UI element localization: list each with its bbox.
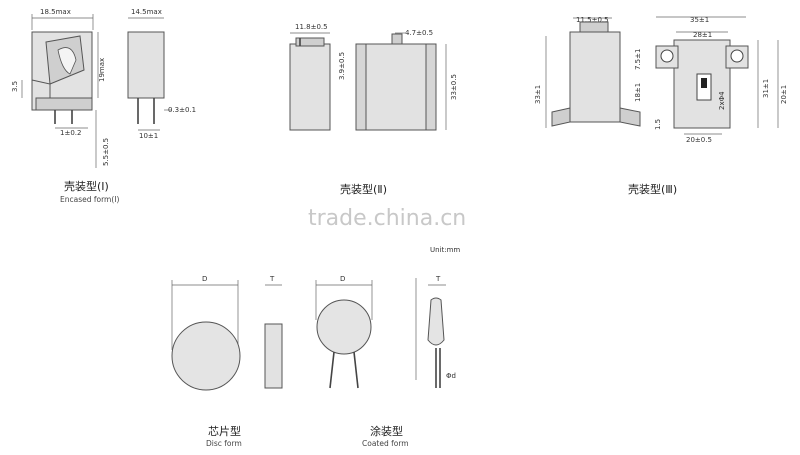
case3-dim-overall: 35±1 bbox=[690, 16, 709, 24]
case2-dim-term: 4.7±0.5 bbox=[405, 29, 433, 37]
coated-figure: D T Φd bbox=[315, 275, 456, 389]
case1-dim-height: 19max bbox=[98, 58, 106, 82]
case1-dim-lead-thk: 0.3±0.1 bbox=[168, 106, 196, 114]
case3-figure: 11.5±0.5 33±1 7.5±1 18±1 1.5 35±1 28±1 2… bbox=[534, 16, 788, 144]
case3-dim-top: 11.5±0.5 bbox=[576, 16, 609, 24]
case2-dim-top: 3.9±0.5 bbox=[338, 52, 346, 80]
case3-dim-plate-h: 31±1 bbox=[762, 79, 770, 98]
watermark: trade.china.cn bbox=[308, 206, 466, 231]
case2-caption: 壳装型(Ⅱ) bbox=[340, 182, 387, 196]
case2-dim-width: 11.8±0.5 bbox=[295, 23, 328, 31]
case1-dim-side: 10±1 bbox=[139, 132, 158, 140]
case2-figure: 11.8±0.5 3.9±0.5 4.7±0.5 33±0.5 bbox=[289, 23, 458, 131]
case1-dim-width: 18.5max bbox=[40, 8, 71, 16]
case3-dim-base: 1.5 bbox=[654, 119, 662, 130]
case3-dim-height: 33±1 bbox=[534, 85, 542, 104]
case1-caption: 壳装型(Ⅰ) bbox=[64, 179, 109, 193]
coated-caption: 涂装型 bbox=[370, 424, 403, 438]
disc-label-d: D bbox=[202, 275, 207, 283]
case1-dim-depth: 14.5max bbox=[131, 8, 162, 16]
case1-dim-lead: 5.5±0.5 bbox=[102, 138, 110, 166]
case3-dim-bottom: 20±0.5 bbox=[686, 136, 712, 144]
case2-dim-height: 33±0.5 bbox=[450, 74, 458, 100]
case1-subcaption: Encased form(Ⅰ) bbox=[60, 195, 120, 204]
case3-dim-plate-h2: 20±1 bbox=[780, 85, 788, 104]
case3-dim-top-offset: 7.5±1 bbox=[634, 49, 642, 70]
coated-lead-label: Φd bbox=[446, 372, 456, 380]
coated-subcaption: Coated form bbox=[362, 439, 409, 448]
case1-dim-pitch: 1±0.2 bbox=[60, 129, 81, 137]
case3-dim-mid: 18±1 bbox=[634, 83, 642, 102]
unit-note: Unit:mm bbox=[430, 246, 460, 254]
coated-label-t: T bbox=[435, 275, 441, 283]
disc-figure: D T bbox=[171, 275, 283, 391]
disc-caption: 芯片型 bbox=[208, 424, 241, 438]
case1-dim-step: 3.5 bbox=[11, 81, 19, 92]
coated-label-d: D bbox=[340, 275, 345, 283]
case3-dim-holes: 2xΦ4 bbox=[718, 91, 726, 110]
disc-label-t: T bbox=[269, 275, 275, 283]
case3-caption: 壳装型(Ⅲ) bbox=[628, 182, 677, 196]
disc-subcaption: Disc form bbox=[206, 439, 242, 448]
case3-dim-hole: 28±1 bbox=[693, 31, 712, 39]
case1-figure: 18.5max 3.5 19max 1±0.2 5.5±0.5 14.5max … bbox=[11, 8, 196, 168]
